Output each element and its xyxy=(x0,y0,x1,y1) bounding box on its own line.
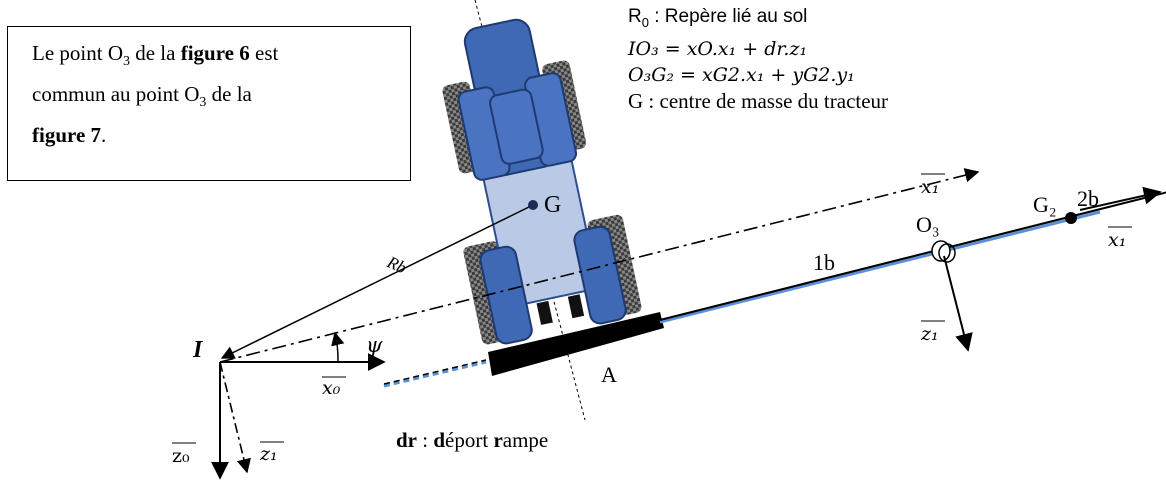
o3-joint-2 xyxy=(938,243,956,263)
o3-joint xyxy=(931,240,951,262)
rb-arrow xyxy=(220,204,534,359)
tractor xyxy=(442,18,642,345)
note-line2-pre: commun au point O xyxy=(32,82,200,107)
note-figure6: figure 6 xyxy=(180,41,250,65)
note-line2-post: de la xyxy=(206,82,252,107)
psi-arc xyxy=(331,331,345,363)
x1-right-arrow xyxy=(1079,186,1162,211)
boom-arm xyxy=(659,191,1166,321)
note-line2-sub: 3 xyxy=(199,95,207,111)
label-i: I xyxy=(192,337,204,363)
hitch-right xyxy=(567,294,585,319)
boom-bar xyxy=(488,312,664,376)
label-g2: G₂ xyxy=(1033,192,1057,217)
legend: R0 : Repère lié au sol IO₃ = xO.x₁ + dr.… xyxy=(628,4,888,114)
label-g: G xyxy=(544,192,561,218)
note-text: Le point O3 de la figure 6 est commun au… xyxy=(32,37,388,151)
rear-left-wheel xyxy=(479,245,533,345)
label-2b: 2b xyxy=(1077,186,1099,211)
note-line1-post: est xyxy=(249,41,279,65)
hitch-left xyxy=(536,300,553,325)
legend-g: G : centre de masse du tracteur xyxy=(628,88,889,113)
note-figure7: figure 7 xyxy=(32,123,102,148)
note-line3-post: . xyxy=(101,123,107,148)
label-x1-right: x₁ xyxy=(1108,229,1126,251)
boom-left-blue xyxy=(383,360,487,388)
label-rb: Rb xyxy=(383,252,409,278)
label-a: A xyxy=(601,362,617,387)
label-z0: z₀ xyxy=(172,445,190,467)
dr-caption: dr : déport rampe xyxy=(396,428,549,452)
label-psi: ψ xyxy=(366,333,383,357)
point-g2-dot xyxy=(1065,212,1077,224)
label-x1-mid: x₁ xyxy=(921,176,939,198)
boom-left xyxy=(383,359,487,385)
label-1b: 1b xyxy=(813,250,835,275)
engine-cover xyxy=(489,88,544,165)
label-z1-left: z₁ xyxy=(259,443,278,465)
rear-right-wheel xyxy=(573,225,627,325)
note-line1-sub: 3 xyxy=(122,54,130,70)
label-z1-right: z₁ xyxy=(920,323,939,345)
z1-axis-left xyxy=(219,361,251,474)
legend-eq2: O₃G₂ = xG2.x₁ + yG2.y₁ xyxy=(628,63,855,86)
label-x0: x₀ xyxy=(322,377,341,399)
point-g-dot xyxy=(528,200,538,210)
boom-arm-blue xyxy=(659,210,1101,324)
note-line1-pre: Le point O xyxy=(32,41,123,65)
z1-axis-right xyxy=(943,255,973,352)
label-o3: O₃ xyxy=(916,212,940,237)
legend-eq1: IO₃ = xO.x₁ + dr.z₁ xyxy=(628,37,808,60)
note-line1-mid: de la xyxy=(129,41,181,65)
x1-axis xyxy=(219,168,980,363)
note-box: Le point O3 de la figure 6 est commun au… xyxy=(7,26,411,181)
legend-r0: R0 : Repère lié au sol xyxy=(628,6,808,30)
